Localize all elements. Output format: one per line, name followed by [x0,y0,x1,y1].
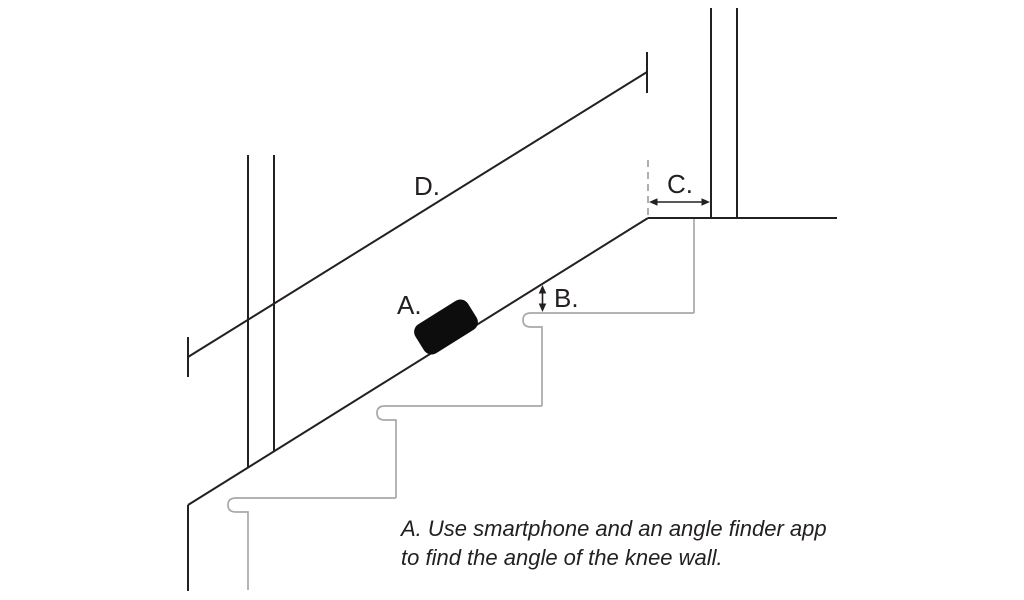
measure-arrow-c [649,198,710,206]
caption: A. Use smartphone and an angle finder ap… [401,514,827,572]
stair-step-3 [227,497,396,590]
smartphone-icon [414,299,478,355]
caption-line-1: A. Use smartphone and an angle finder ap… [401,516,827,541]
knee-wall-slope-line [187,217,649,506]
staircase-outline [227,219,695,590]
arrowhead-left-icon [649,198,658,206]
stair-step-2 [376,405,542,498]
label-b: B. [554,283,579,313]
arrowhead-right-icon [701,198,710,206]
slope-measure-line-d [187,71,648,358]
arrowhead-down-icon [538,303,547,312]
label-d: D. [414,171,440,201]
label-a: A. [397,290,422,320]
caption-line-2: to find the angle of the knee wall. [401,545,723,570]
measure-arrow-b [538,285,547,312]
structure-lines [187,8,837,591]
label-c: C. [667,169,693,199]
arrowhead-up-icon [538,285,547,294]
stair-step-1 [522,312,694,406]
